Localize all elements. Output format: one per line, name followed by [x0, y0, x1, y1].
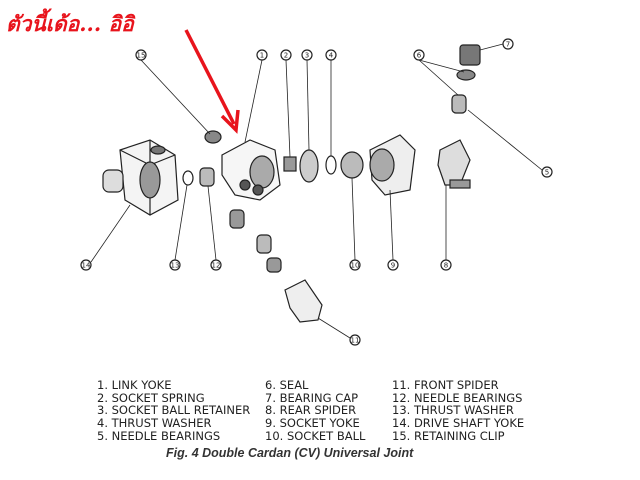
svg-text:1: 1 — [260, 52, 264, 60]
needle-bearings-5 — [451, 94, 467, 114]
callout-6: 6 — [413, 49, 425, 61]
drive-shaft-yoke — [102, 139, 179, 216]
callout-3: 3 — [301, 49, 313, 61]
seal — [456, 69, 476, 81]
callout-15: 15 — [135, 49, 147, 61]
callout-1: 1 — [256, 49, 268, 61]
svg-text:15: 15 — [137, 52, 146, 60]
thrust-washer-13 — [182, 170, 194, 186]
callout-2: 2 — [280, 49, 292, 61]
legend-item: 9. SOCKET YOKE — [265, 416, 360, 431]
callout-4: 4 — [325, 49, 337, 61]
legend-item: 7. BEARING CAP — [265, 390, 359, 405]
callout-11: 11 — [349, 334, 361, 346]
svg-text:11: 11 — [351, 337, 360, 345]
needle-bearings-12 — [199, 167, 215, 187]
callout-9: 9 — [387, 259, 399, 271]
legend-item: 2. SOCKET SPRING — [97, 390, 205, 405]
callout-13: 13 — [169, 259, 181, 271]
svg-text:3: 3 — [305, 52, 309, 60]
red-arrow — [184, 29, 240, 134]
socket-yoke — [369, 134, 416, 196]
callout-7: 7 — [502, 38, 514, 50]
handwritten-annotation: ตัวนี้เด้อ... อิอิ — [6, 11, 134, 36]
svg-text:4: 4 — [329, 52, 334, 60]
legend-column-2: 6. SEAL 7. BEARING CAP 8. REAR SPIDER 9.… — [265, 379, 365, 443]
thrust-washer-4 — [325, 155, 337, 175]
rear-spider — [437, 139, 471, 189]
svg-text:7: 7 — [506, 41, 510, 49]
legend-item: 11. FRONT SPIDER — [392, 378, 499, 392]
legend-item: 14. DRIVE SHAFT YOKE — [392, 416, 525, 431]
callout-5: 5 — [541, 166, 553, 178]
svg-text:14: 14 — [82, 262, 91, 270]
svg-text:8: 8 — [444, 262, 448, 270]
socket-ball — [340, 151, 364, 179]
callout-12: 12 — [210, 259, 222, 271]
front-spider — [229, 209, 323, 323]
legend-item: 6. SEAL — [265, 378, 309, 392]
svg-text:6: 6 — [417, 52, 422, 60]
legend-item: 3. SOCKET BALL RETAINER — [97, 403, 251, 418]
legend-item: 8. REAR SPIDER — [265, 403, 357, 418]
figure-caption: Fig. 4 Double Cardan (CV) Universal Join… — [166, 446, 414, 460]
callout-8: 8 — [440, 259, 452, 271]
socket-spring — [283, 156, 297, 172]
legend-column-1: 1. LINK YOKE 2. SOCKET SPRING 3. SOCKET … — [97, 379, 250, 443]
link-yoke — [221, 139, 281, 201]
callout-14: 14 — [80, 259, 92, 271]
socket-ball-retainer — [299, 149, 319, 183]
callout-10: 10 — [349, 259, 361, 271]
legend-item: 1. LINK YOKE — [97, 378, 172, 392]
svg-text:10: 10 — [351, 262, 360, 270]
bearing-cap — [459, 44, 481, 66]
legend-column-3: 11. FRONT SPIDER 12. NEEDLE BEARINGS 13.… — [392, 379, 524, 443]
svg-text:9: 9 — [391, 262, 395, 270]
svg-text:2: 2 — [284, 52, 288, 60]
legend-item: 10. SOCKET BALL — [265, 428, 366, 443]
legend-item: 15. RETAINING CLIP — [392, 428, 505, 443]
legend-item: 12. NEEDLE BEARINGS — [392, 390, 523, 405]
callouts: 1 2 3 4 5 6 7 8 9 10 11 12 13 14 15 — [80, 38, 553, 346]
legend-item: 13. THRUST WASHER — [392, 403, 514, 418]
svg-text:5: 5 — [545, 169, 549, 177]
svg-text:13: 13 — [171, 262, 180, 270]
svg-text:12: 12 — [212, 262, 221, 270]
legend-item: 5. NEEDLE BEARINGS — [97, 428, 221, 443]
retaining-clip — [204, 130, 222, 144]
legend-item: 4. THRUST WASHER — [97, 416, 212, 431]
